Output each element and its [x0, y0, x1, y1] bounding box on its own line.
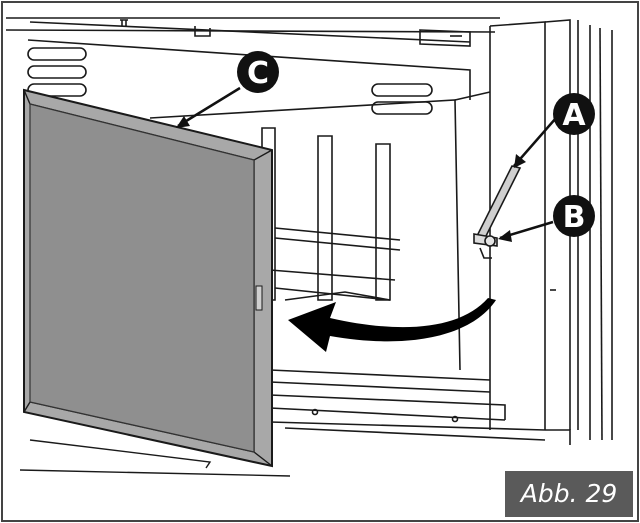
callout-arrowheads: [176, 116, 526, 242]
callout-a-label: A: [562, 98, 586, 133]
callout-a: A: [553, 93, 595, 135]
callout-b: B: [553, 195, 595, 237]
door-movement-arrow: [288, 298, 496, 352]
callout-c-label: C: [247, 56, 269, 91]
floor-lines: [19, 439, 291, 477]
lever-rod: [473, 165, 522, 259]
stove-body: [5, 17, 613, 445]
callout-c: C: [237, 51, 279, 93]
stove-door: [23, 88, 273, 468]
callout-b-label: B: [563, 200, 586, 235]
figure-caption: Abb. 29: [505, 471, 633, 517]
